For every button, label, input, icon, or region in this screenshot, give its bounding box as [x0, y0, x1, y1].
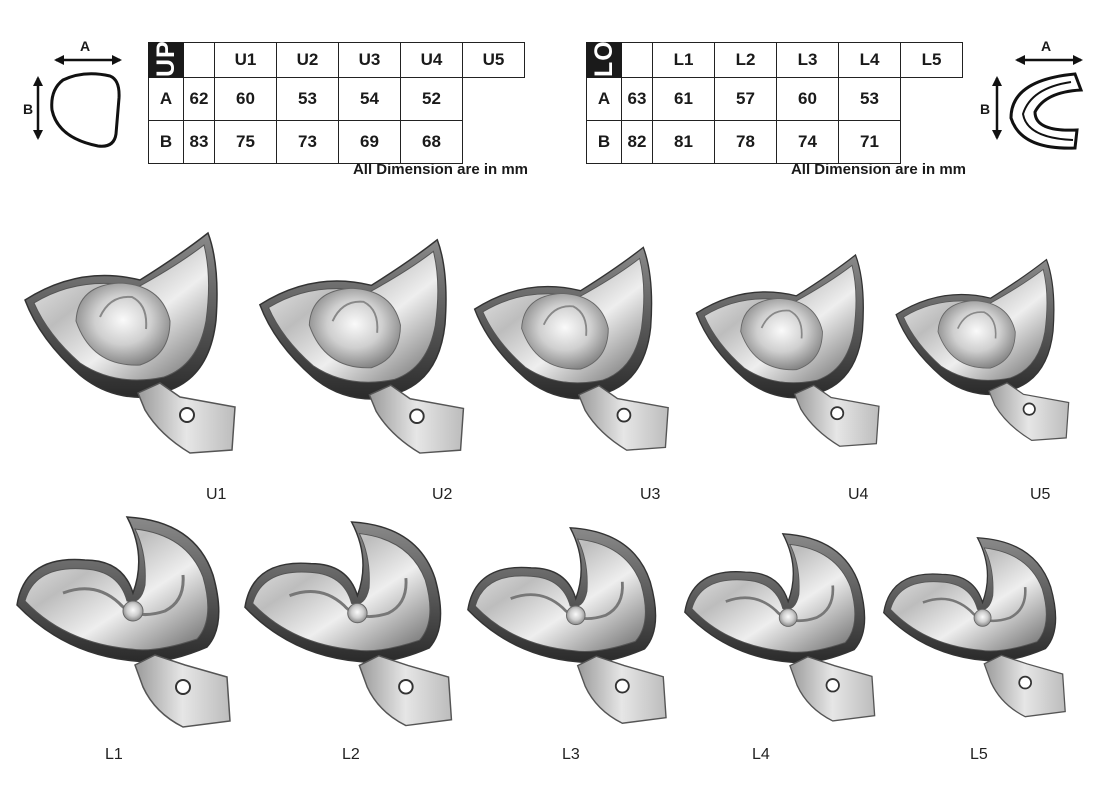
upper-tray-caption: U4	[848, 486, 869, 503]
lower-tray-caption: L4	[752, 746, 770, 763]
lower-tray-image	[243, 520, 466, 743]
upper-diagram-b-label: B	[23, 101, 34, 117]
upper-tray-caption: U3	[640, 486, 661, 503]
column-header: U2	[276, 42, 339, 78]
lower-tray-image	[466, 526, 680, 740]
upper-tray-caption: U5	[1030, 486, 1051, 503]
table-cell: 61	[652, 77, 715, 121]
lower-units-note: All Dimension are in mm	[790, 161, 966, 178]
column-header: U4	[400, 42, 463, 78]
column-header: U3	[338, 42, 401, 78]
table-row: B 83 75 73 69 68	[148, 120, 525, 164]
lower-tray-caption: L1	[105, 746, 123, 763]
column-header: L4	[838, 42, 901, 78]
table-cell: 53	[838, 77, 901, 121]
upper-tray-caption: U2	[432, 486, 453, 503]
column-header: L1	[652, 42, 715, 78]
table-cell: 81	[652, 120, 715, 164]
lower-tray-caption: L3	[562, 746, 580, 763]
upper-tray-outline-icon	[33, 55, 122, 148]
lower-diagram-a-label: A	[1041, 38, 1052, 54]
upper-tray-image	[20, 225, 250, 455]
row-label: B	[586, 120, 622, 164]
column-header: L5	[900, 42, 963, 78]
lower-dimension-table: LOWER L1 L2 L3 L4 L5 A 63 61 57 60 53 B …	[586, 0, 963, 164]
table-cell: 52	[400, 77, 463, 121]
upper-tray-image	[692, 248, 892, 448]
lower-tray-image	[882, 536, 1078, 732]
lower-tray-caption: L5	[970, 746, 988, 763]
table-row: B 82 81 78 74 71	[586, 120, 963, 164]
upper-diagram-a-label: A	[80, 38, 91, 54]
table-cell: 62	[183, 77, 215, 121]
table-cell: 75	[214, 120, 277, 164]
column-header: U5	[462, 42, 525, 78]
table-cell: 69	[338, 120, 401, 164]
table-row: A 62 60 53 54 52	[148, 77, 525, 121]
upper-units-note: All Dimension are in mm	[352, 161, 528, 178]
table-cell: 71	[838, 120, 901, 164]
table-cell: 54	[338, 77, 401, 121]
table-cell: 73	[276, 120, 339, 164]
table-cell: 63	[621, 77, 653, 121]
column-header: L2	[714, 42, 777, 78]
lower-arch-label: LOWER	[586, 0, 622, 78]
column-header: U1	[214, 42, 277, 78]
upper-tray-image	[892, 253, 1081, 442]
upper-arch-label: UPPER	[148, 0, 184, 78]
upper-tray-caption: U1	[206, 486, 227, 503]
upper-tray-image	[255, 232, 478, 455]
table-cell: 82	[621, 120, 653, 164]
lower-tray-caption: L2	[342, 746, 360, 763]
table-cell: 53	[276, 77, 339, 121]
table-cell: 74	[776, 120, 839, 164]
column-header: L3	[776, 42, 839, 78]
lower-tray-outline-icon	[992, 55, 1084, 150]
lower-diagram-b-label: B	[980, 101, 991, 117]
table-cell: 57	[714, 77, 777, 121]
upper-tray-image	[470, 240, 682, 452]
table-cell: 78	[714, 120, 777, 164]
table-cell: 60	[214, 77, 277, 121]
row-label: A	[586, 77, 622, 121]
upper-dimension-table: UPPER U1 U2 U3 U4 U5 A 62 60 53 54 52 B …	[148, 0, 525, 164]
table-row: A 63 61 57 60 53	[586, 77, 963, 121]
table-cell: 83	[183, 120, 215, 164]
table-cell: 60	[776, 77, 839, 121]
row-label: B	[148, 120, 184, 164]
lower-tray-image	[15, 515, 245, 745]
lower-tray-image	[683, 532, 888, 737]
table-cell: 68	[400, 120, 463, 164]
row-label: A	[148, 77, 184, 121]
